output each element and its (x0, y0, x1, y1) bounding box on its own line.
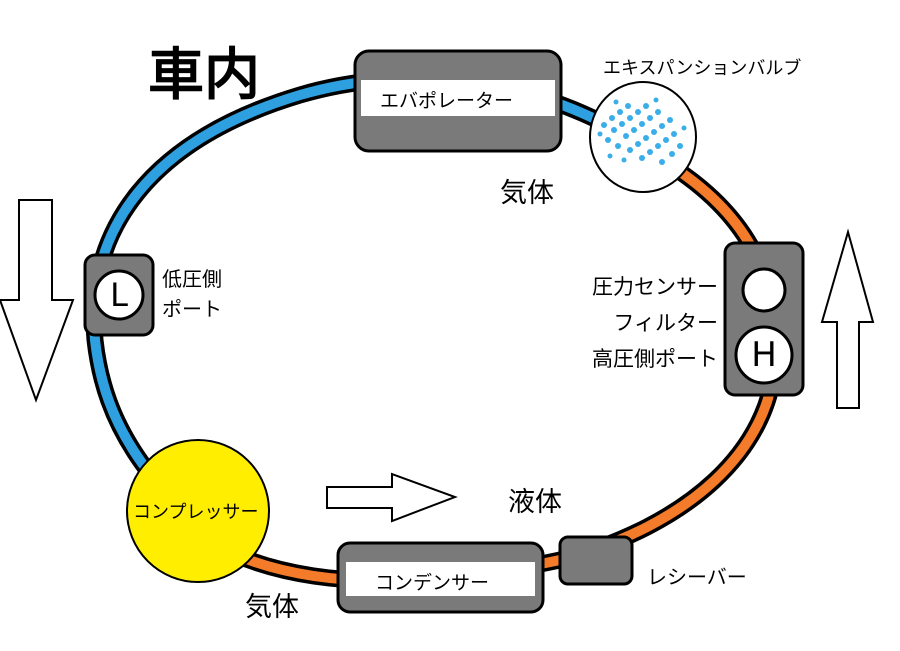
evaporator-label: エバポレーター (380, 90, 514, 112)
low-port-icon (93, 269, 145, 321)
flow-arrow-right-icon (326, 472, 458, 523)
page-title: 車内 (148, 43, 260, 108)
low-pressure-port-block (83, 253, 155, 337)
high-port-label: 高圧側ポート (592, 347, 718, 371)
expansion-spray (597, 97, 687, 165)
low-port-symbol: L (110, 276, 128, 314)
expansion-valve-label: エキスパンションバルブ (603, 58, 802, 79)
compressor-label: コンプレッサー (133, 502, 259, 523)
expansion-valve (589, 81, 697, 193)
filter-label: フィルター (613, 311, 718, 335)
low-port-label-line2: ポート (162, 297, 222, 321)
high-pressure-port-block (723, 241, 805, 397)
low-port-label-line1: 低圧側 (162, 267, 222, 291)
compressor (126, 439, 270, 583)
high-port-symbol: H (751, 335, 777, 375)
high-port-icon (734, 325, 794, 385)
flow-arrow-up-icon (820, 228, 875, 409)
flow-arrow-down-icon (0, 199, 75, 403)
gas-state-label-top: 気体 (500, 178, 554, 209)
condenser (336, 541, 545, 614)
pressure-sensor-label: 圧力センサー (592, 275, 718, 299)
pressure-sensor-icon (741, 267, 787, 313)
evaporator (353, 49, 563, 153)
gas-state-label-bottom: 気体 (245, 592, 299, 623)
condenser-label: コンデンサー (375, 572, 490, 594)
receiver-label: レシーバー (647, 565, 747, 589)
receiver (558, 535, 634, 586)
liquid-state-label: 液体 (508, 487, 562, 518)
